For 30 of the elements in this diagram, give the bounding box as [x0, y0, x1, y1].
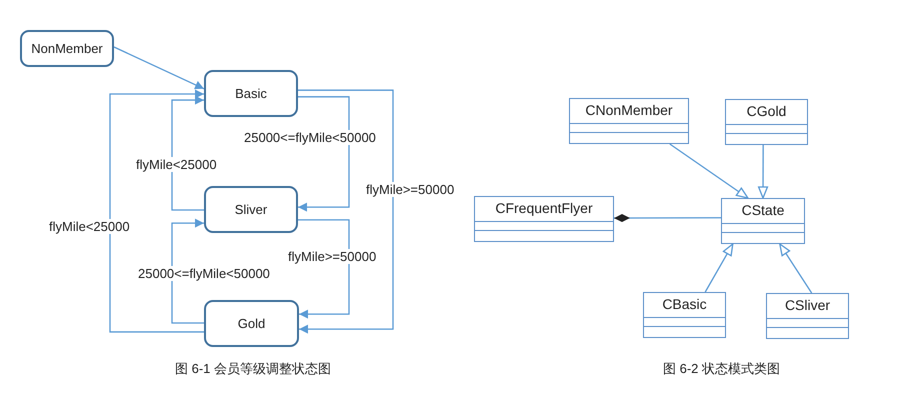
transition-arrow — [171, 96, 204, 211]
edge-label: 25000<=flyMile<50000 — [243, 130, 377, 145]
class-box: CSliver — [766, 293, 849, 339]
transition-arrow — [298, 219, 350, 319]
composition-line — [614, 214, 721, 222]
transition-arrow — [171, 218, 204, 324]
figure-caption: 图 6-1 会员等级调整状态图 — [175, 360, 332, 378]
figure-caption: 图 6-2 状态模式类图 — [663, 360, 780, 378]
generalization-arrow — [779, 243, 812, 294]
state-box: Sliver — [204, 186, 298, 233]
transition-arrow — [114, 46, 204, 90]
transition-arrow — [298, 90, 394, 334]
state-box: Basic — [204, 70, 298, 117]
class-box: CBasic — [643, 292, 726, 338]
state-box: NonMember — [20, 30, 114, 67]
class-box: CNonMember — [569, 98, 689, 144]
edge-label: flyMile<25000 — [48, 219, 131, 234]
transition-arrow — [298, 96, 350, 212]
edge-label: flyMile>=50000 — [365, 182, 456, 197]
generalization-arrow — [669, 143, 749, 199]
class-box: CState — [721, 198, 805, 244]
edge-label: flyMile<25000 — [135, 157, 218, 172]
class-box: CFrequentFlyer — [474, 196, 614, 242]
class-box: CGold — [725, 99, 808, 145]
generalization-arrow — [704, 243, 734, 292]
edge-label: 25000<=flyMile<50000 — [137, 266, 271, 281]
edge-label: flyMile>=50000 — [287, 249, 378, 264]
state-box: Gold — [204, 300, 299, 347]
transition-arrow — [109, 89, 204, 333]
generalization-arrow — [758, 145, 768, 199]
